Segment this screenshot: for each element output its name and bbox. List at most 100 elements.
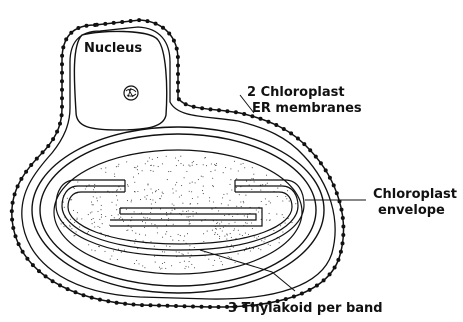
- ribosome-dot: [340, 208, 344, 212]
- stroma-speck: [134, 211, 135, 212]
- stroma-speck: [174, 209, 175, 210]
- stroma-speck: [104, 251, 105, 252]
- stroma-speck: [113, 250, 114, 251]
- stroma-speck: [291, 222, 292, 223]
- stroma-speck: [73, 235, 74, 236]
- stroma-speck: [164, 262, 165, 263]
- ribosome-dot: [200, 305, 204, 309]
- stroma-speck: [221, 203, 222, 204]
- stroma-speck: [119, 218, 120, 219]
- stroma-speck: [137, 191, 138, 192]
- stroma-speck: [256, 238, 257, 239]
- ribosome-dot: [95, 23, 99, 27]
- stroma-speck: [137, 169, 138, 170]
- stroma-speck: [109, 225, 110, 226]
- stroma-speck: [192, 162, 193, 163]
- stroma-speck: [222, 230, 223, 231]
- stroma-speck: [203, 186, 204, 187]
- stroma-speck: [186, 171, 187, 172]
- stroma-speck: [166, 231, 167, 232]
- ribosome-dot: [333, 266, 337, 270]
- stroma-speck: [105, 172, 106, 173]
- stroma-speck: [203, 241, 204, 242]
- stroma-speck: [151, 223, 152, 224]
- stroma-speck: [277, 188, 278, 189]
- ribosome-dot: [58, 283, 62, 287]
- ribosome-dot: [51, 279, 55, 283]
- stroma-speck: [236, 187, 237, 188]
- ribosome-dot: [44, 274, 48, 278]
- stroma-speck: [77, 218, 78, 219]
- stroma-speck: [150, 199, 151, 200]
- stroma-speck: [181, 253, 182, 254]
- stroma-speck: [76, 231, 77, 232]
- ribosome-dot: [76, 26, 80, 30]
- stroma-speck: [143, 217, 144, 218]
- ribosome-dot: [60, 113, 64, 117]
- stroma-speck: [189, 183, 190, 184]
- stroma-speck: [179, 262, 180, 263]
- ribosome-dot: [64, 37, 68, 41]
- stroma-speck: [231, 189, 232, 190]
- stroma-speck: [182, 211, 183, 212]
- stroma-speck: [131, 217, 132, 218]
- stroma-speck: [171, 265, 172, 266]
- stroma-speck: [279, 238, 280, 239]
- stroma-speck: [93, 204, 94, 205]
- ribosome-dot: [11, 201, 15, 205]
- stroma-speck: [85, 188, 86, 189]
- stroma-speck: [254, 181, 255, 182]
- stroma-speck: [230, 179, 231, 180]
- ribosome-dot: [60, 71, 64, 75]
- stroma-speck: [142, 170, 143, 171]
- stroma-speck: [173, 192, 174, 193]
- stroma-speck: [254, 236, 255, 237]
- stroma-speck: [270, 219, 271, 220]
- stroma-speck: [176, 190, 177, 191]
- stroma-speck: [153, 171, 154, 172]
- stroma-speck: [224, 215, 225, 216]
- ribosome-dot: [335, 191, 339, 195]
- stroma-speck: [235, 262, 236, 263]
- ribosome-dot: [74, 290, 78, 294]
- stroma-speck: [170, 171, 171, 172]
- ribosome-dot: [21, 250, 25, 254]
- stroma-speck: [220, 228, 221, 229]
- ribosome-dot: [41, 150, 45, 154]
- stroma-speck: [238, 230, 239, 231]
- ribosome-dot: [328, 176, 332, 180]
- ribosome-dot: [123, 302, 127, 306]
- stroma-speck: [169, 246, 170, 247]
- stroma-speck: [99, 227, 100, 228]
- stroma-speck: [183, 165, 184, 166]
- stroma-speck: [145, 235, 146, 236]
- ribosome-dot: [85, 24, 89, 28]
- stroma-speck: [145, 222, 146, 223]
- stroma-speck: [215, 232, 216, 233]
- stroma-speck: [97, 226, 98, 227]
- stroma-speck: [188, 165, 189, 166]
- stroma-speck: [81, 218, 82, 219]
- ribosome-dot: [115, 301, 119, 305]
- stroma-speck: [234, 161, 235, 162]
- stroma-speck: [166, 215, 167, 216]
- er-membranes-label-line1: 2 Chloroplast: [247, 85, 345, 100]
- stroma-speck: [105, 167, 106, 168]
- ribosome-dot: [176, 55, 180, 59]
- stroma-speck: [184, 268, 185, 269]
- stroma-speck: [228, 205, 229, 206]
- stroma-speck: [246, 181, 247, 182]
- stroma-speck: [134, 191, 135, 192]
- stroma-speck: [118, 249, 119, 250]
- stroma-speck: [145, 163, 146, 164]
- ribosome-dot: [60, 88, 64, 92]
- stroma-speck: [160, 208, 161, 209]
- stroma-speck: [285, 223, 286, 224]
- stroma-speck: [162, 163, 163, 164]
- ribosome-dot: [66, 287, 70, 291]
- stroma-speck: [211, 209, 212, 210]
- stroma-speck: [222, 264, 223, 265]
- stroma-speck: [192, 211, 193, 212]
- stroma-speck: [295, 203, 296, 204]
- stroma-speck: [266, 219, 267, 220]
